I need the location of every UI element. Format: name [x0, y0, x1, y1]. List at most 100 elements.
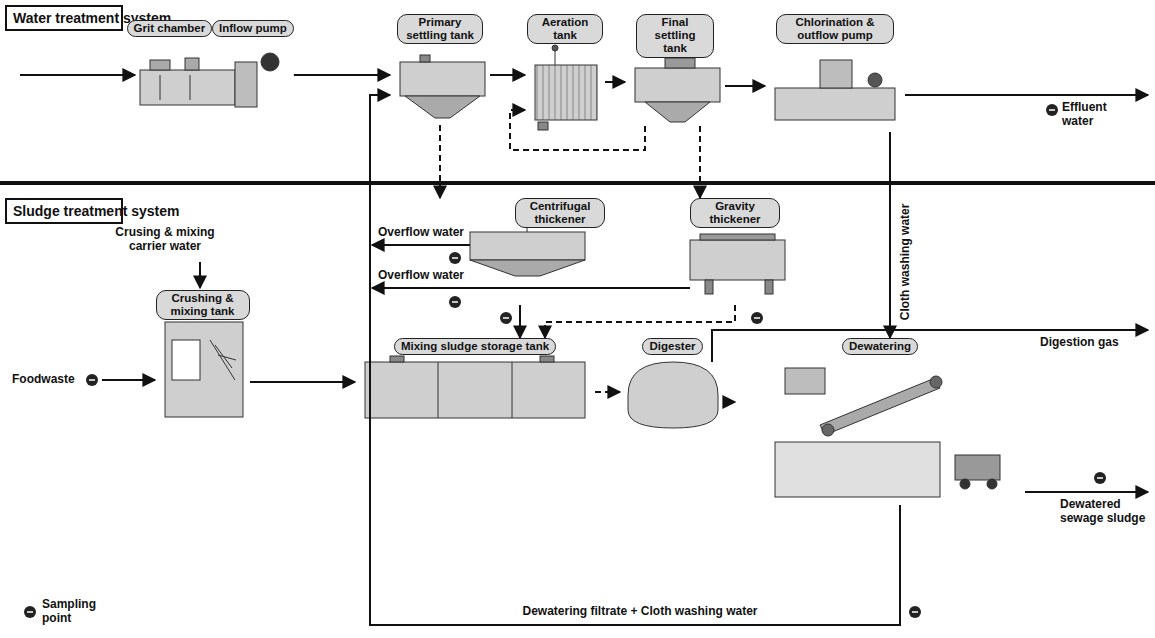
- drawing-part: [372, 287, 690, 289]
- drawing-part: [645, 102, 710, 122]
- process-unit: Digester: [620, 338, 725, 432]
- system-title-box: Water treatment system: [5, 5, 123, 31]
- process-unit: Centrifugal thickener: [435, 198, 605, 305]
- process-unit: Mixing sludge storage tank: [355, 338, 595, 425]
- sampling-point-arrow: [27, 110, 1103, 612]
- primary-tank-drawing: [400, 55, 485, 118]
- drawing-part: [165, 322, 243, 417]
- drawing-part: [438, 362, 439, 418]
- system-title: Sludge treatment system: [13, 203, 115, 219]
- drawing-part: [405, 96, 480, 118]
- flow-connector: [370, 95, 900, 625]
- unit-label: Digester: [642, 338, 702, 355]
- drawing-part: [140, 70, 235, 105]
- drawing-part: [190, 75, 191, 100]
- drawing-part: [1094, 472, 1106, 484]
- drawing-part: [960, 479, 970, 489]
- drawing-part: [705, 280, 713, 294]
- drawing-part: [470, 232, 585, 260]
- system-divider: [0, 181, 1155, 185]
- flow-connector: [250, 381, 355, 383]
- drawing-part: [199, 262, 201, 288]
- process-unit: Crushing & mixing tank: [155, 290, 250, 425]
- drawing-part: [27, 611, 33, 613]
- drawing-part: [930, 376, 942, 388]
- unit-label: Final settling tank: [636, 14, 714, 58]
- drawing-part: [210, 340, 236, 380]
- unit-label: Inflow pump: [212, 20, 294, 37]
- drawing-part: [785, 368, 825, 394]
- legend-text: Sampling point: [42, 598, 106, 626]
- connector-layer: [250, 75, 900, 625]
- unit-label: Aeration tank: [527, 14, 603, 44]
- drawing-part: [365, 362, 585, 418]
- flow-connector: [699, 126, 701, 198]
- drawing-part: [765, 280, 773, 294]
- flow-connector: [889, 132, 891, 338]
- drawing-part: [665, 58, 695, 68]
- flow-connector: [519, 305, 521, 338]
- drawing-part: [775, 88, 895, 120]
- flow-arrow: [20, 75, 1148, 492]
- drawing-part: [775, 442, 940, 497]
- drawing-part: [420, 55, 430, 62]
- drawing-part: [868, 73, 882, 87]
- drawing-part: [535, 65, 597, 120]
- drawing-part: [955, 455, 1000, 480]
- centrifugal-thickener-drawing: [470, 222, 585, 276]
- flow-connector: [294, 74, 390, 76]
- drawing-part: [712, 330, 1148, 362]
- unit-label: Grit chamber: [127, 20, 213, 37]
- drawing-part: [754, 317, 760, 319]
- dewatering-drawing: [775, 368, 1000, 497]
- digester-drawing: [628, 362, 718, 428]
- drawing-part: [628, 362, 718, 428]
- flow-label: Foodwaste: [12, 373, 88, 387]
- process-unit: Inflow pump: [212, 20, 294, 125]
- drawing-part: [400, 62, 485, 96]
- flow-connector: [725, 401, 735, 403]
- final-tank-drawing: [635, 58, 720, 122]
- drawing-part: [690, 240, 785, 280]
- flow-label: Dewatered sewage sludge: [1060, 498, 1150, 526]
- flow-connector: [545, 305, 735, 338]
- flow-label: Effluent water: [1062, 101, 1132, 129]
- flow-label: Digestion gas: [1040, 336, 1120, 350]
- drawing-part: [185, 58, 199, 70]
- process-unit: Primary settling tank: [390, 14, 490, 125]
- unit-label: Centrifugal thickener: [515, 198, 605, 228]
- drawing-part: [261, 53, 279, 71]
- drawing-part: [751, 312, 763, 324]
- gravity-thickener-drawing: [690, 234, 785, 294]
- unit-label: Crushing & mixing tank: [156, 290, 250, 320]
- unit-label: Mixing sludge storage tank: [394, 338, 556, 355]
- process-unit: Chlorination & outflow pump: [765, 14, 905, 132]
- drawing-part: [1025, 491, 1148, 493]
- flow-connector: [439, 125, 441, 198]
- drawing-part: [905, 94, 1148, 96]
- drawing-part: [635, 68, 720, 102]
- drawing-part: [540, 356, 554, 362]
- drawing-part: [390, 356, 404, 362]
- drawing-part: [512, 362, 513, 418]
- drawing-part: [449, 252, 461, 264]
- drawing-part: [538, 122, 548, 130]
- process-unit: Dewatering: [735, 338, 1025, 505]
- drawing-part: [86, 374, 98, 386]
- connector-label: Dewatering filtrate + Cloth washing wate…: [519, 605, 760, 619]
- drawing-part: [449, 296, 461, 308]
- drawing-part: [822, 424, 834, 436]
- drawing-part: [20, 74, 135, 76]
- drawing-part: [987, 479, 997, 489]
- mixing-tank-drawing: [365, 356, 585, 418]
- drawing-part: [1049, 109, 1055, 111]
- crushing-tank-drawing: [165, 322, 243, 417]
- drawing-part: [372, 244, 470, 246]
- drawing-part: [150, 60, 170, 70]
- drawing-part: [160, 75, 161, 100]
- drawing-part: [555, 50, 556, 65]
- drawing-part: [820, 378, 940, 435]
- drawing-part: [912, 611, 918, 613]
- flow-connector: [510, 110, 645, 150]
